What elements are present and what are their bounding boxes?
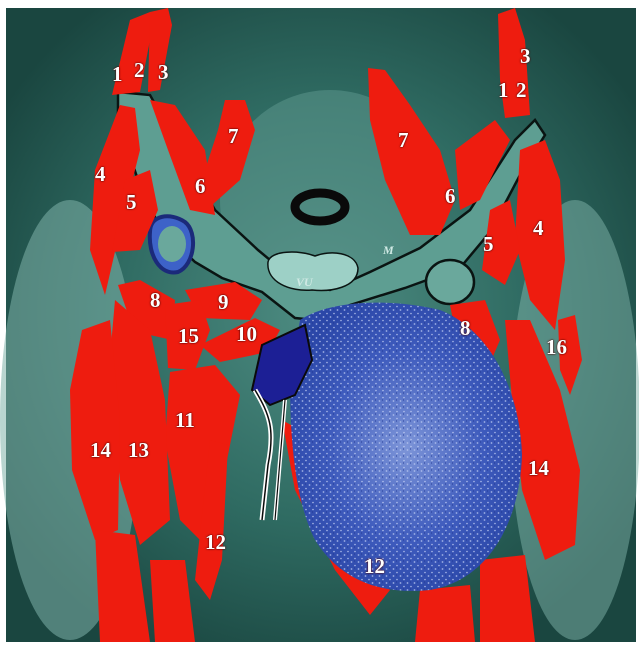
label-11: 11	[175, 410, 195, 431]
label-13: 13	[128, 440, 149, 461]
muscle-bottom-3	[415, 585, 475, 642]
label-5-left: 5	[126, 192, 137, 213]
label-4-left: 4	[95, 164, 106, 185]
label-15: 15	[178, 326, 199, 347]
label-8-right: 8	[460, 318, 471, 339]
label-5-right: 5	[483, 234, 494, 255]
label-2-right: 2	[516, 80, 527, 101]
right-femoral-head	[426, 260, 474, 304]
label-9: 9	[218, 292, 229, 313]
label-16: 16	[546, 337, 567, 358]
label-1-right: 1	[498, 80, 509, 101]
label-12-left: 12	[205, 532, 226, 553]
label-1-left: 1	[112, 64, 123, 85]
label-2-left: 2	[134, 60, 145, 81]
label-12-right: 12	[364, 556, 385, 577]
label-14-left: 14	[90, 440, 111, 461]
label-3-left: 3	[158, 62, 169, 83]
label-3-right: 3	[520, 46, 531, 67]
label-6-right: 6	[445, 186, 456, 207]
label-4-right: 4	[533, 218, 544, 239]
label-8-left: 8	[150, 290, 161, 311]
label-7-left: 7	[228, 126, 239, 147]
left-femoral-head-core	[158, 226, 186, 262]
label-vu: VU	[296, 276, 313, 288]
label-7-right: 7	[398, 130, 409, 151]
label-m: M	[383, 244, 394, 256]
label-6-left: 6	[195, 176, 206, 197]
label-14-right: 14	[528, 458, 549, 479]
label-10: 10	[236, 324, 257, 345]
